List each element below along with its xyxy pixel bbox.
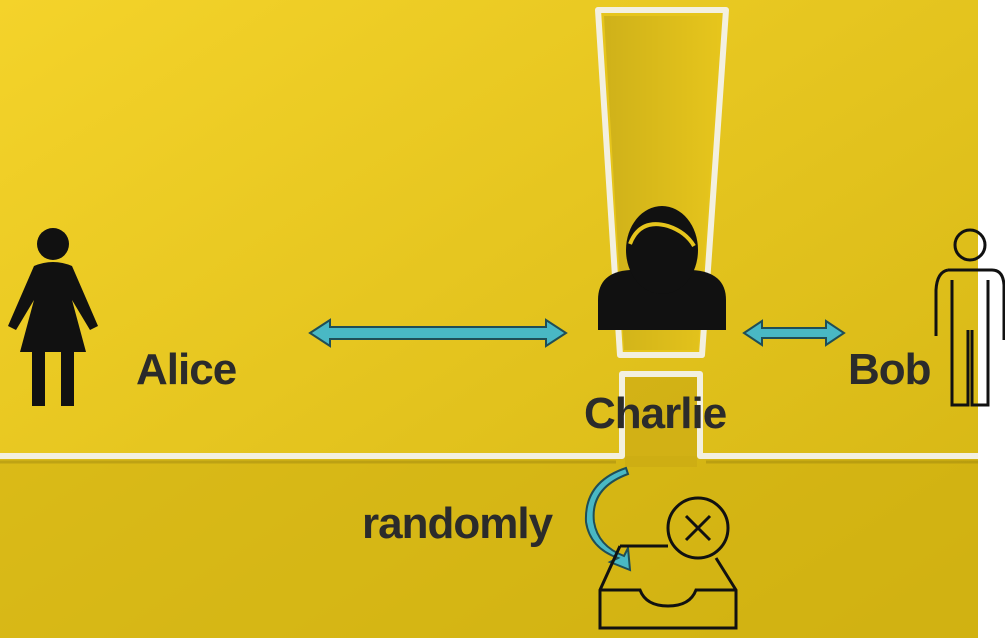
label-randomly: randomly: [362, 499, 554, 548]
label-alice: Alice: [136, 345, 236, 394]
label-bob: Bob: [848, 345, 931, 394]
label-charlie: Charlie: [584, 389, 726, 438]
right-margin: [978, 0, 1005, 638]
